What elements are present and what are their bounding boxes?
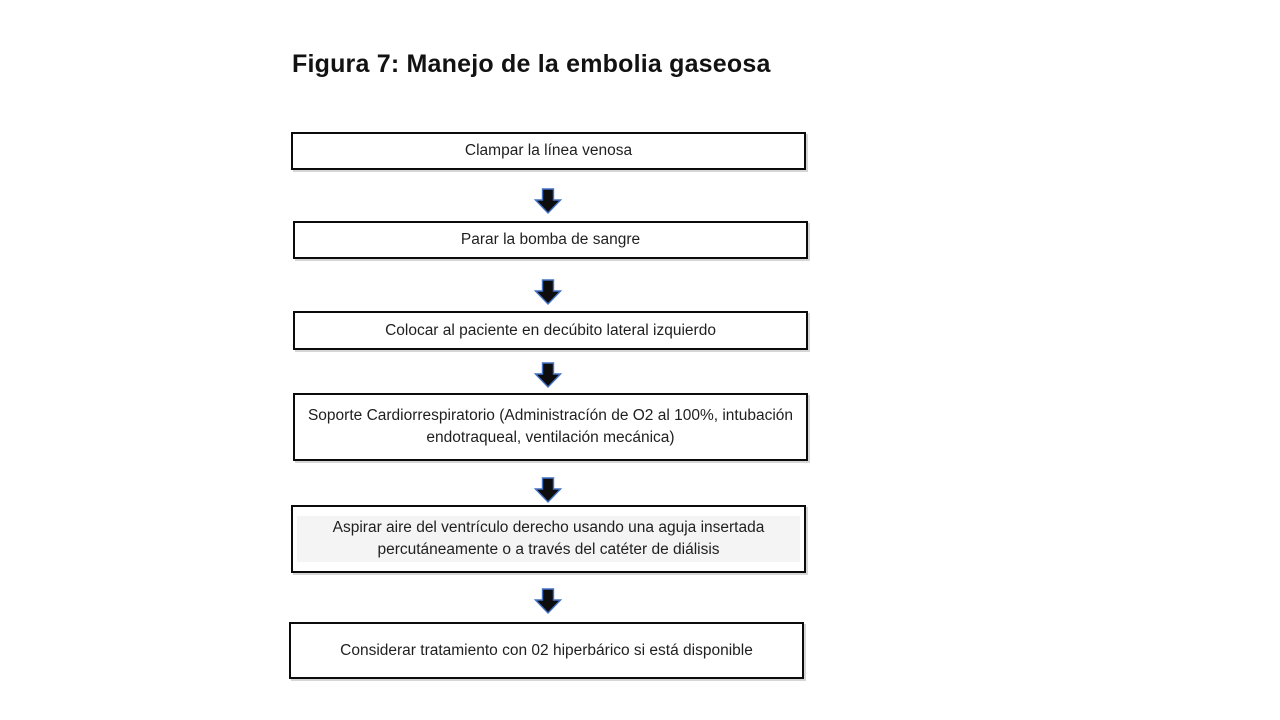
flow-step-hyperbaric-oxygen: Considerar tratamiento con 02 hiperbáric…	[289, 622, 804, 679]
flow-step-aspirate-air-right-ventricle: Aspirar aire del ventrículo derecho usan…	[291, 505, 806, 573]
flow-step-stop-blood-pump: Parar la bomba de sangre	[293, 221, 808, 259]
figure-title: Figura 7: Manejo de la embolia gaseosa	[292, 50, 771, 78]
flow-step-left-lateral-decubitus: Colocar al paciente en decúbito lateral …	[293, 311, 808, 350]
flow-step-label: Clampar la línea venosa	[464, 142, 633, 159]
down-arrow-icon	[534, 188, 562, 214]
down-arrow-icon	[534, 279, 562, 305]
flow-step-cardiorespiratory-support: Soporte Cardiorrespiratorio (Administrac…	[293, 393, 808, 461]
down-arrow-icon	[534, 477, 562, 503]
down-arrow-icon	[534, 588, 562, 614]
flow-step-clamp-venous-line: Clampar la línea venosa	[291, 132, 806, 170]
flow-step-label: Considerar tratamiento con 02 hiperbáric…	[340, 641, 753, 659]
down-arrow-icon	[534, 362, 562, 388]
flow-step-label: Parar la bomba de sangre	[460, 231, 641, 248]
flow-step-label: Aspirar aire del ventrículo derecho usan…	[297, 516, 800, 562]
flow-step-label: Soporte Cardiorrespiratorio (Administrac…	[307, 407, 794, 446]
flow-step-label: Colocar al paciente en decúbito lateral …	[385, 321, 716, 339]
